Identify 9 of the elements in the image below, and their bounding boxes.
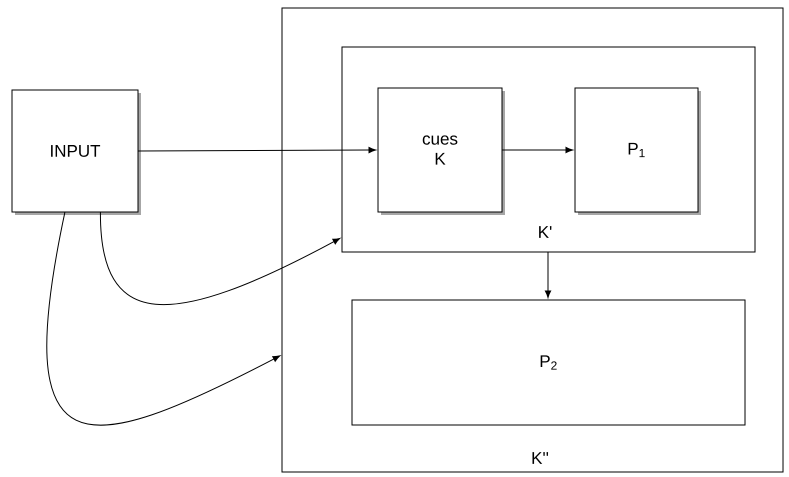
arrow [100,212,340,305]
input-box: INPUT [12,90,141,215]
arrow [544,252,552,298]
arrow [502,146,574,154]
box: P$_{1}$ [574,88,701,215]
box: P$_{2}$ [352,300,746,426]
arrow [138,146,376,154]
arrow [46,212,280,426]
box: cues K [378,88,505,215]
